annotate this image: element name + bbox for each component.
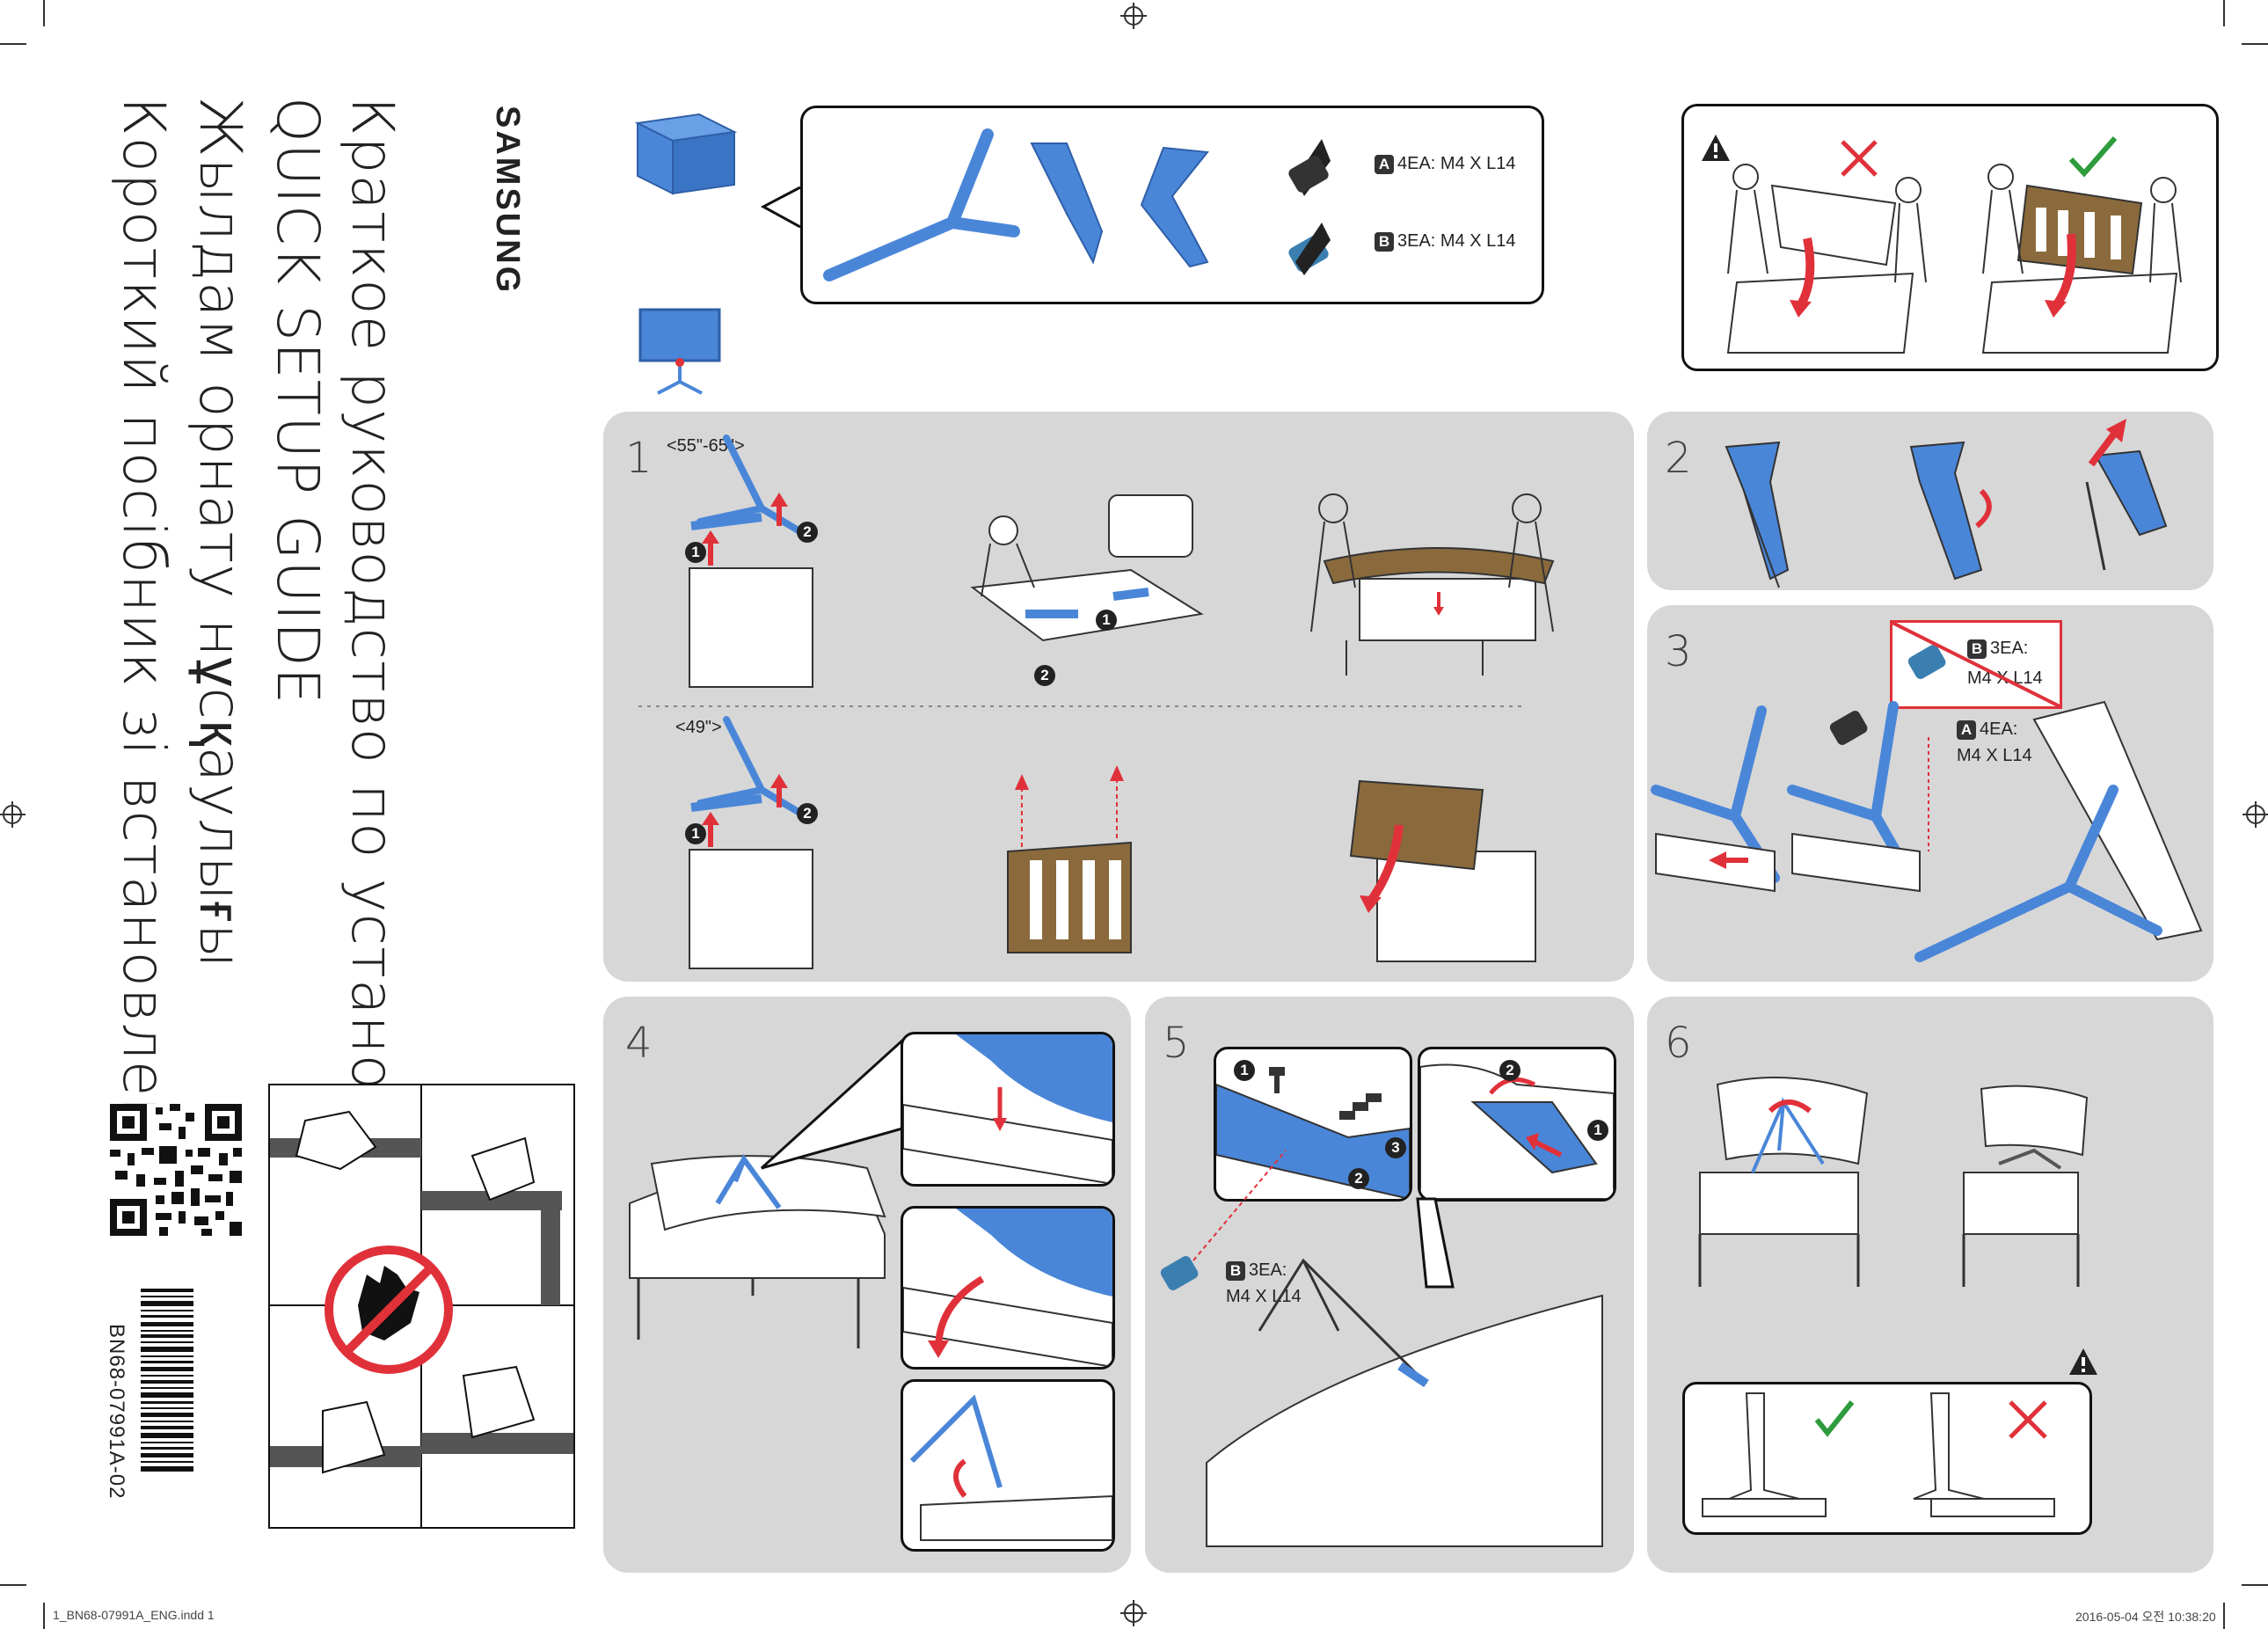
marker-5-2: 2	[1348, 1168, 1369, 1189]
footer-timestamp: 2016-05-04 오전 10:38:20	[2075, 1610, 2216, 1624]
badge-a: A	[1375, 155, 1394, 174]
box-icon	[634, 113, 738, 195]
step-4-number: 4	[625, 1019, 653, 1068]
step-2-panel: 2	[1647, 412, 2213, 590]
brand-logo: SAMSUNG	[489, 106, 526, 296]
step3-b-qty: 3EA:	[1990, 639, 2029, 658]
step-5-detail-cover: 2 1	[1418, 1047, 1616, 1202]
part-code: BN68-07991A-02	[105, 1324, 128, 1500]
step-6-panel: 6	[1647, 997, 2213, 1573]
badge-a-step3: A	[1957, 720, 1976, 740]
screen-handling-warning	[268, 1084, 575, 1529]
marker-2b: 2	[797, 803, 818, 824]
title-ukrainian: Короткий посібник зі встановлення	[110, 97, 178, 1210]
step-6-number: 6	[1665, 1019, 1692, 1068]
screw-b-spec: 3EA: M4 X L14	[1397, 231, 1516, 251]
step3-a-size: M4 X L14	[1957, 746, 2032, 765]
title-english: QUICK SETUP GUIDE	[264, 97, 332, 705]
marker-5-2b: 2	[1499, 1060, 1521, 1081]
badge-b-step3: B	[1967, 639, 1987, 659]
marker-1b: 1	[685, 823, 706, 844]
step-4-detail-2	[901, 1206, 1115, 1370]
marker-2c: 2	[1034, 665, 1055, 686]
barcode	[141, 1289, 193, 1472]
marker-5-1b: 1	[1587, 1120, 1608, 1141]
marker-1c: 1	[1096, 610, 1117, 631]
marker-5-3: 3	[1385, 1137, 1406, 1158]
size-label-small: <49">	[675, 718, 722, 737]
tv-stand-icon	[638, 308, 721, 395]
step3-a-qty: 4EA:	[1980, 720, 2018, 739]
qr-code	[110, 1104, 242, 1236]
step-1-number: 1	[625, 434, 653, 483]
badge-b-step5: B	[1226, 1261, 1245, 1281]
screw-a-spec: 4EA: M4 X L14	[1397, 154, 1516, 173]
step-4-detail-3	[901, 1379, 1115, 1552]
badge-b: B	[1375, 232, 1394, 252]
step-1-panel: 1 <55"-65"> <49">	[603, 412, 1634, 982]
step-4-detail-1	[901, 1032, 1115, 1187]
step-5-number: 5	[1163, 1019, 1190, 1068]
step-2-number: 2	[1665, 434, 1692, 483]
step-3-number: 3	[1665, 627, 1692, 676]
step-6-stand-placement	[1682, 1382, 2092, 1535]
lifting-caution-box	[1681, 104, 2219, 371]
step-4-panel: 4	[603, 997, 1131, 1573]
title-kazakh: Жылдам орнату нұсқаулығы	[186, 97, 254, 969]
marker-5-1: 1	[1234, 1060, 1255, 1081]
footer-file: 1_BN68-07991A_ENG.indd 1	[53, 1608, 215, 1622]
step-5-detail-screws: 1 2 3	[1214, 1047, 1412, 1202]
marker-1: 1	[685, 542, 706, 563]
step5-b-qty: 3EA:	[1249, 1260, 1287, 1280]
marker-2: 2	[797, 522, 818, 543]
title-russian: Краткое руководство по установке	[339, 97, 406, 1198]
